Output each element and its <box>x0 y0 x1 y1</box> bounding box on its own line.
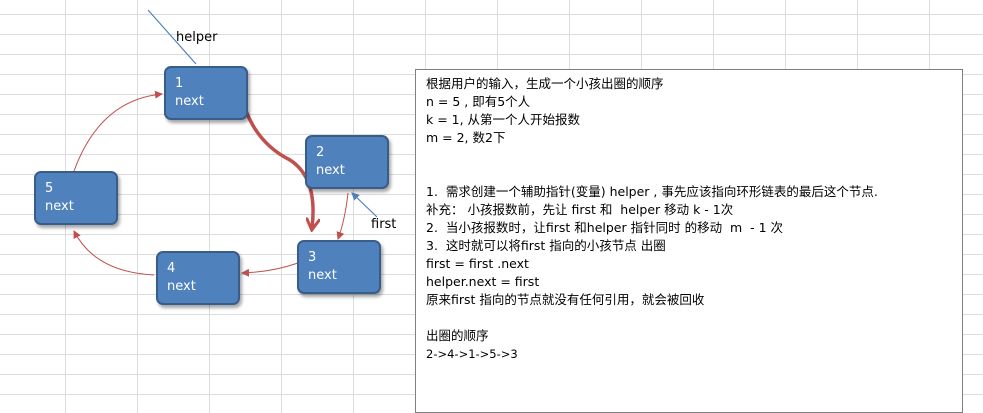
link-3-to-4 <box>241 262 299 277</box>
node-3-number: 3 <box>308 250 317 265</box>
text-line: 1. 需求创建一个辅助指针(变量) helper , 事先应该指向环形链表的最后… <box>426 184 878 199</box>
node-3: 3 next <box>297 240 381 294</box>
text-line: 2->4->1->5->3 <box>426 347 518 361</box>
node-5: 5 next <box>34 171 118 225</box>
node-5-number: 5 <box>45 181 54 196</box>
text-line: 出圈的顺序 <box>426 328 489 343</box>
node-3-next: next <box>308 268 337 283</box>
first-pointer-line <box>351 192 378 218</box>
node-5-next: next <box>45 199 74 214</box>
explanation-text-box: 根据用户的输入，生成一个小孩出圈的顺序 n = 5 , 即有5个人 k = 1,… <box>415 69 963 413</box>
text-line <box>426 147 962 165</box>
node-1-number: 1 <box>175 76 184 91</box>
move-arrow-1-to-3 <box>238 89 313 228</box>
node-4-next: next <box>167 279 196 294</box>
node-1-next: next <box>175 94 204 109</box>
text-line: 补充： 小孩报数前，先让 first 和 helper 移动 k - 1次 <box>426 202 734 217</box>
link-4-to-5 <box>73 230 155 276</box>
helper-pointer-line <box>147 9 197 65</box>
text-line: m = 2, 数2下 <box>426 130 506 145</box>
node-2: 2 next <box>305 135 389 189</box>
text-line: 2. 当小孩报数时，让first 和helper 指针同时 的移动 m - 1 … <box>426 220 784 235</box>
node-4-number: 4 <box>167 261 176 276</box>
text-line <box>426 165 962 183</box>
link-2-to-3 <box>336 192 349 240</box>
text-line: 原来first 指向的节点就没有任何引用，就会被回收 <box>426 292 705 307</box>
helper-label: helper <box>176 30 218 45</box>
link-5-to-1 <box>73 90 163 172</box>
text-line: 根据用户的输入，生成一个小孩出圈的顺序 <box>426 76 664 91</box>
text-line: 3. 这时就可以将first 指向的小孩节点 出圈 <box>426 238 666 253</box>
node-2-number: 2 <box>316 145 325 160</box>
text-line: n = 5 , 即有5个人 <box>426 94 531 109</box>
text-line <box>426 309 962 327</box>
first-label: first <box>371 217 397 232</box>
text-line: first = first .next <box>426 256 529 271</box>
node-2-next: next <box>316 163 345 178</box>
text-line: helper.next = first <box>426 274 540 289</box>
node-1: 1 next <box>164 66 248 120</box>
text-line: k = 1, 从第一个人开始报数 <box>426 112 581 127</box>
node-4: 4 next <box>156 251 240 305</box>
